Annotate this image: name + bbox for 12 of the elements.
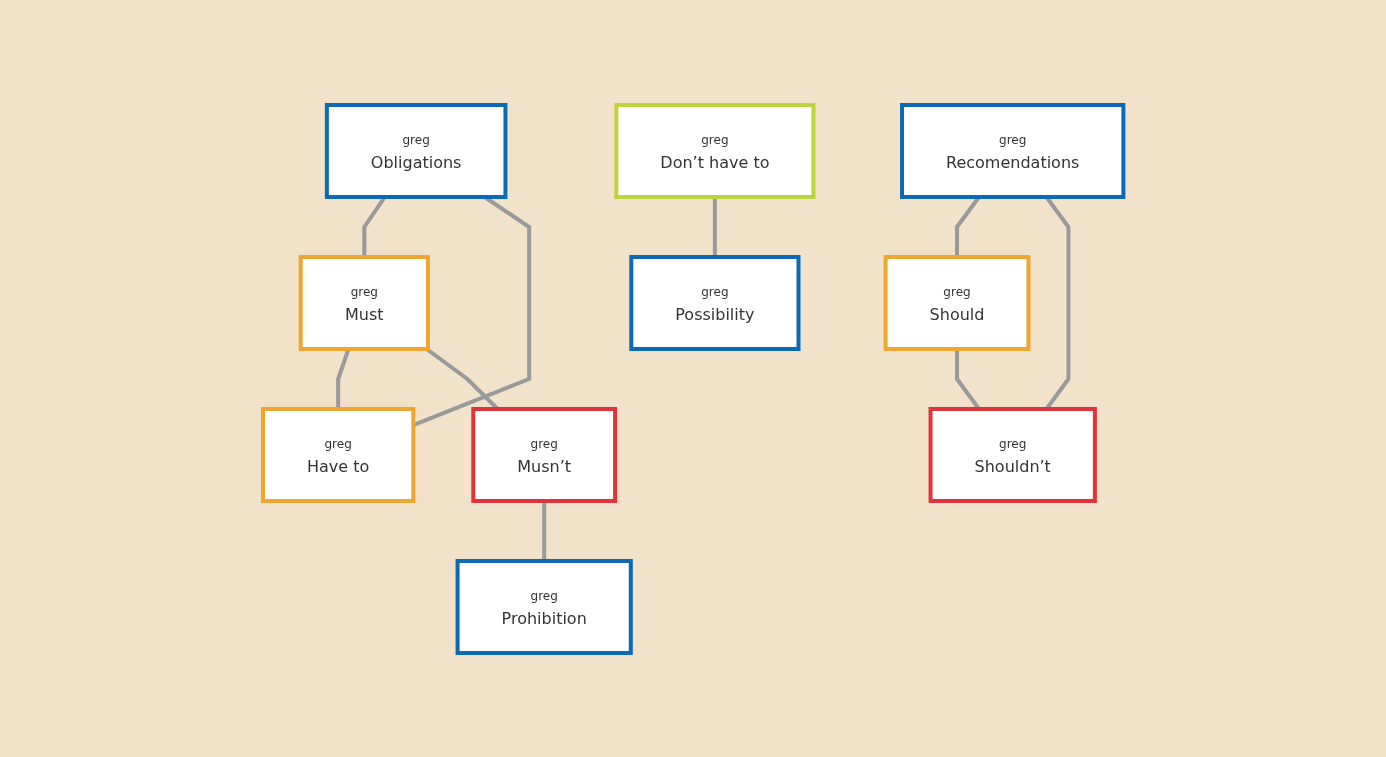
node-box: greg Should [883,254,1031,351]
node-box: greg Recomendations [899,102,1126,199]
node-box: greg Don’t have to [614,102,816,199]
node-box: greg Obligations [324,102,508,199]
node-box: greg Possibility [629,254,801,351]
connector [712,196,717,257]
node-box: greg Shouldn’t [928,406,1097,503]
connector [542,500,546,561]
node-box: greg Musn’t [471,406,617,503]
node-box: greg Have to [260,406,416,503]
node-box: greg Must [298,254,430,351]
node-box: greg Prohibition [455,558,633,655]
